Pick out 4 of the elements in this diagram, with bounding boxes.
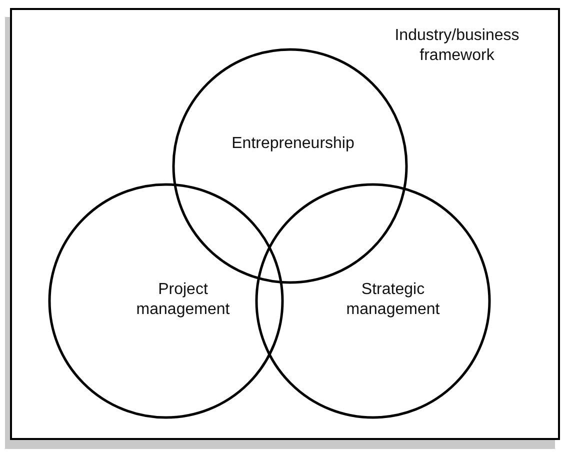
circle-label: Strategic management — [345, 280, 441, 320]
circle-label: Entrepreneurship — [230, 134, 356, 154]
framework-label: Industry/business framework — [394, 26, 520, 66]
circle-label: Project management — [135, 280, 231, 320]
